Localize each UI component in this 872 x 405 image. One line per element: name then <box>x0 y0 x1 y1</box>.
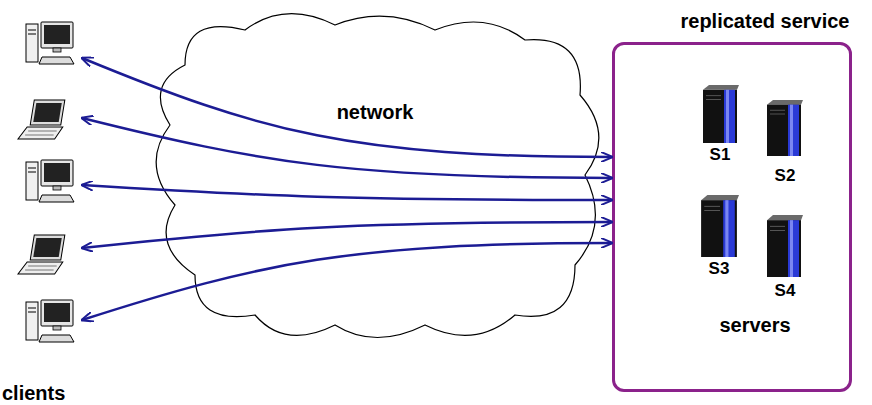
desktop-computer <box>41 22 73 48</box>
server-icon <box>788 105 799 156</box>
laptop-computer <box>18 127 63 139</box>
server: S4 <box>765 215 805 305</box>
server-icon <box>790 220 793 277</box>
desktop-computer <box>44 25 70 44</box>
server-icon <box>770 230 785 231</box>
server-icon <box>701 200 737 257</box>
desktop-computer <box>41 300 73 326</box>
desktop-computer <box>28 168 36 169</box>
desktop-computer <box>53 48 61 52</box>
laptop-computer <box>18 262 63 274</box>
desktop-computer <box>25 300 75 344</box>
node-label: replicated service <box>635 9 872 33</box>
desktop-computer <box>28 308 36 309</box>
server-icon <box>725 200 728 257</box>
desktop-computer <box>26 302 38 340</box>
request-arrow <box>82 58 612 157</box>
server-icon <box>723 200 735 257</box>
server-icon <box>767 105 801 156</box>
cloud-outline <box>145 5 605 350</box>
server-icon <box>724 90 735 143</box>
server-icon <box>790 105 793 156</box>
request-arrow <box>82 185 612 200</box>
laptop-computer <box>28 131 56 132</box>
server-icon <box>765 100 803 156</box>
server-icon <box>765 215 803 277</box>
laptop-computer <box>33 103 62 122</box>
desktop-computer <box>39 195 74 202</box>
node-label: S4 <box>755 281 815 301</box>
desktop-computer <box>53 326 61 330</box>
desktop-computer <box>28 312 36 313</box>
server-icon <box>770 110 785 111</box>
request-arrow <box>82 243 612 320</box>
server: S3 <box>698 195 740 285</box>
laptop-computer <box>25 270 54 271</box>
server-icon <box>706 95 721 96</box>
laptop-computer <box>25 135 54 136</box>
server-icon <box>706 99 721 100</box>
server-icon <box>704 206 720 207</box>
laptop-computer <box>28 266 56 267</box>
server-icon <box>704 210 720 211</box>
desktop-computer <box>44 163 70 182</box>
server-icon <box>703 85 739 90</box>
node-label: S1 <box>690 145 750 165</box>
desktop-computer <box>53 186 61 190</box>
client-group: clients <box>10 15 82 355</box>
desktop-computer <box>39 335 74 342</box>
server-icon <box>701 85 739 143</box>
node-sublabel: servers <box>695 313 815 337</box>
desktop-computer <box>44 303 70 322</box>
desktop-computer <box>39 57 74 64</box>
network-cloud: network <box>145 5 605 350</box>
desktop-computer <box>25 22 75 66</box>
node-label: clients <box>2 381 82 405</box>
server-icon <box>703 90 737 143</box>
laptop-computer <box>30 100 65 125</box>
node-label: network <box>305 100 445 124</box>
node-label: S2 <box>755 166 815 186</box>
server: S1 <box>700 85 740 170</box>
node-label: S3 <box>689 259 749 279</box>
replicated-service-box: replicated serviceservers S1 S2 S3 S4 <box>612 42 852 392</box>
server-icon <box>726 90 729 143</box>
server-icon <box>767 100 803 105</box>
server-icon <box>788 220 799 277</box>
desktop-computer <box>28 172 36 173</box>
cloud-outline <box>156 14 599 338</box>
desktop-computer <box>26 162 38 200</box>
laptop-computer <box>18 235 75 275</box>
request-arrow <box>82 118 612 178</box>
server-icon <box>770 114 785 115</box>
laptop-computer <box>18 100 75 140</box>
laptop-computer <box>33 238 62 257</box>
server: S2 <box>765 100 805 190</box>
server-icon <box>770 226 785 227</box>
laptop-computer <box>30 235 65 260</box>
desktop-computer <box>41 160 73 186</box>
desktop-computer <box>28 34 36 35</box>
desktop-computer <box>28 30 36 31</box>
desktop-computer <box>25 160 75 204</box>
server-icon <box>767 220 801 277</box>
server-icon <box>699 195 739 257</box>
server-icon <box>701 195 739 200</box>
server-icon <box>767 215 803 220</box>
request-arrow <box>82 222 612 248</box>
desktop-computer <box>26 24 38 62</box>
